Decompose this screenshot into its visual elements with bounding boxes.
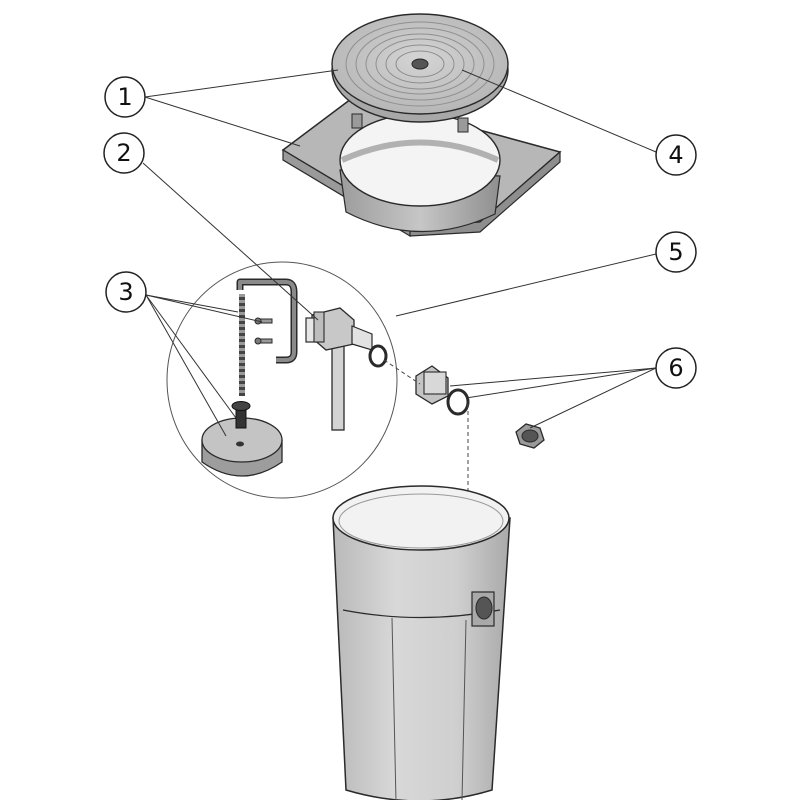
frame-opening (339, 113, 501, 207)
callout-3-label: 3 (118, 278, 133, 306)
callout-6: 6 (655, 347, 697, 389)
callout-5: 5 (655, 231, 697, 273)
weight-base (201, 401, 283, 477)
screws (254, 317, 273, 345)
callout-6-label: 6 (668, 354, 683, 382)
callout-3: 3 (105, 271, 147, 313)
valve-o-ring (368, 344, 388, 368)
frame-and-lid (281, 13, 562, 238)
callout-1-label: 1 (117, 83, 132, 111)
callout-5-label: 5 (668, 238, 683, 266)
leader-lines (142, 69, 657, 437)
callout-4-label: 4 (668, 141, 683, 169)
inlet-fitting (415, 365, 449, 405)
u-bracket (236, 278, 298, 364)
lid-center-hole (411, 58, 429, 70)
body-top-rim (332, 485, 510, 551)
detail-circle (166, 261, 398, 499)
float-valve (305, 307, 373, 431)
fitting-o-ring (446, 388, 470, 416)
callout-2-label: 2 (116, 139, 131, 167)
callout-4: 4 (655, 134, 697, 176)
skimmer-body (332, 485, 511, 800)
callout-2: 2 (103, 132, 145, 174)
callout-1: 1 (104, 76, 146, 118)
hex-nut (515, 423, 545, 449)
